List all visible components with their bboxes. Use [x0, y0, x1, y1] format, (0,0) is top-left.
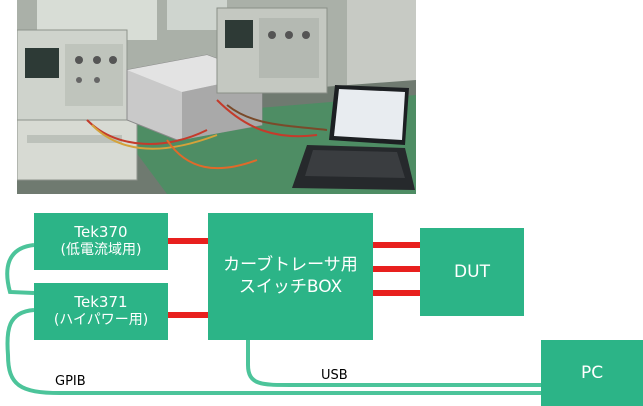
lab-setup-photo — [17, 0, 416, 194]
tek371-role: (ハイパワー用) — [53, 312, 149, 329]
switch-box-line2: スイッチBOX — [238, 276, 343, 297]
usb-label: USB — [321, 368, 348, 383]
gpib-cable-tek370 — [5, 243, 35, 295]
connector-switch-dut-1 — [373, 242, 420, 248]
connector-tek371-switch — [168, 312, 208, 318]
tek370-box: Tek370 (低電流域用) — [34, 213, 168, 270]
dut-box: DUT — [420, 228, 524, 316]
tek370-name: Tek370 — [74, 223, 128, 242]
dut-label: DUT — [454, 262, 490, 282]
connector-tek370-switch — [168, 238, 208, 244]
switch-box-line1: カーブトレーサ用 — [223, 255, 358, 276]
tek371-box: Tek371 (ハイパワー用) — [34, 283, 168, 340]
gpib-cable — [5, 308, 541, 395]
tek371-name: Tek371 — [74, 293, 128, 312]
switch-box: カーブトレーサ用 スイッチBOX — [208, 213, 373, 340]
connector-switch-dut-3 — [373, 290, 420, 296]
connector-switch-dut-2 — [373, 266, 420, 272]
pc-label: PC — [580, 363, 604, 383]
pc-box: PC — [541, 340, 643, 406]
usb-cable — [246, 340, 541, 387]
gpib-label: GPIB — [55, 374, 86, 389]
tek370-role: (低電流域用) — [60, 242, 142, 259]
